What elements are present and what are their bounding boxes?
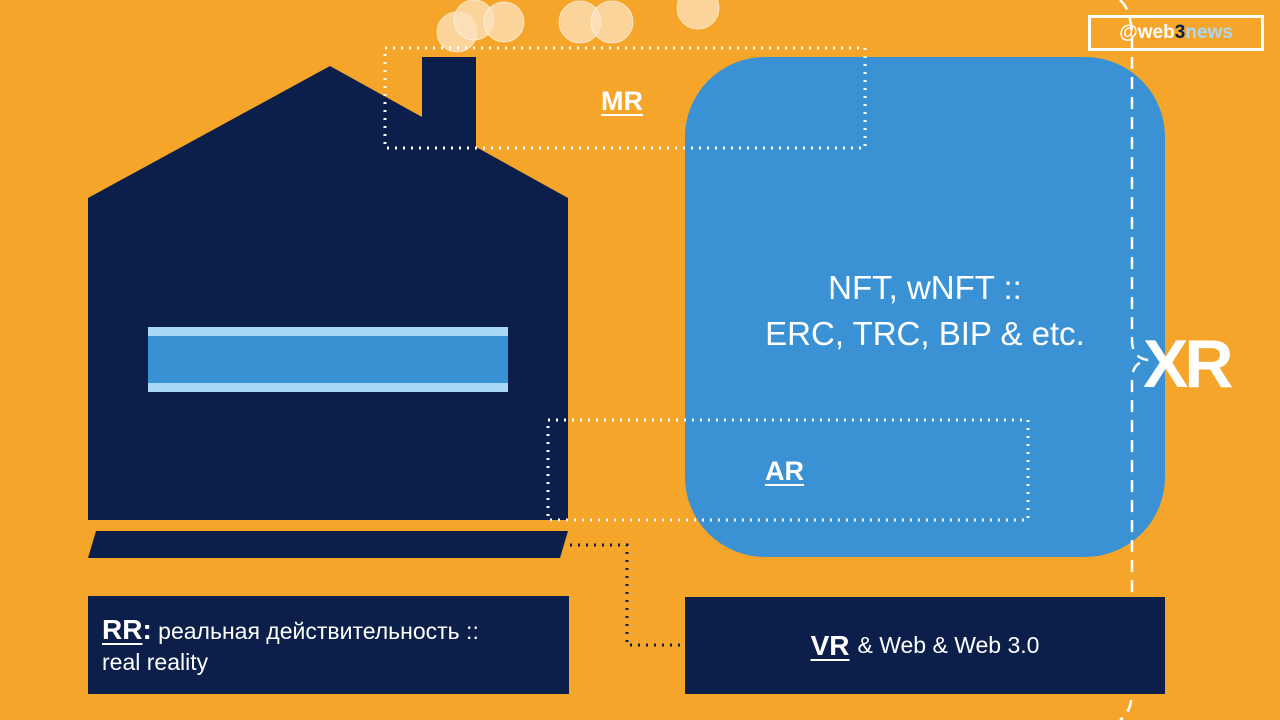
rr-text-2: real reality: [102, 649, 209, 675]
rr-abbr: RR: [102, 614, 143, 645]
vr-box: VR & Web & Web 3.0: [685, 597, 1165, 694]
rr-vr-connector: [570, 543, 685, 647]
nft-text: NFT, wNFT :: ERC, TRC, BIP & etc.: [685, 265, 1165, 357]
ar-zone-border: [546, 418, 1030, 522]
nft-line-2: ERC, TRC, BIP & etc.: [765, 315, 1085, 352]
rr-colon: :: [142, 614, 152, 645]
logo-part-3: news: [1185, 22, 1233, 43]
logo-part-1: @web: [1119, 22, 1175, 43]
ar-label: AR: [765, 456, 804, 486]
logo-part-2: 3: [1174, 22, 1186, 43]
xr-label: XR: [1143, 326, 1233, 402]
xr-boundary-line: [1119, 0, 1149, 720]
house: [88, 57, 568, 558]
rr-text: реальная действительность ::: [151, 618, 479, 644]
rr-box: RR: реальная действительность :: real re…: [88, 596, 569, 694]
vr-text: & Web & Web 3.0: [857, 632, 1040, 658]
house-window: [148, 327, 508, 392]
vr-abbr: VR: [810, 629, 850, 661]
blue-panel: [685, 57, 1165, 557]
mr-zone-border: [383, 46, 867, 150]
smoke-bubbles: [436, 0, 720, 53]
nft-line-1: NFT, wNFT ::: [828, 269, 1022, 306]
mr-label: MR: [601, 86, 643, 116]
